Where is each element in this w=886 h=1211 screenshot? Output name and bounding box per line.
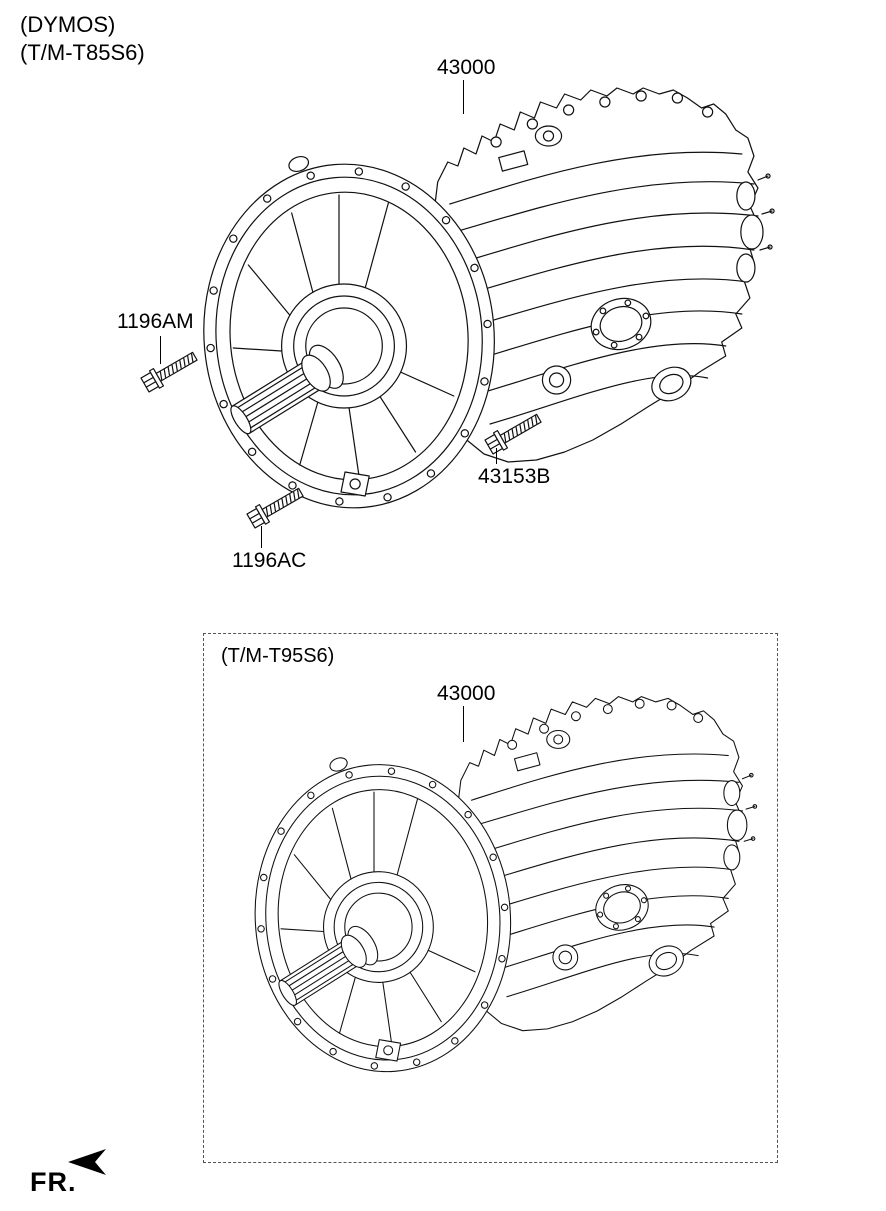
bolt-1196ac-icon <box>245 482 307 531</box>
part-label-1196am[interactable]: 1196AM <box>117 310 194 333</box>
part-label-43000-top[interactable]: 43000 <box>437 56 496 79</box>
leader-line-43000-top <box>463 80 464 114</box>
t95s6-variant-label: (T/M-T95S6) <box>221 645 335 667</box>
transmission-variant-label: (T/M-T85S6) <box>20 40 145 65</box>
transmission-t95s6-drawing <box>241 696 758 1083</box>
leader-line-43000-bottom <box>463 706 464 742</box>
part-label-43000-bottom[interactable]: 43000 <box>437 682 496 705</box>
leader-line-43153b <box>496 448 497 464</box>
brand-label: (DYMOS) <box>20 12 116 37</box>
leader-line-1196am <box>160 336 161 364</box>
leader-line-1196ac <box>261 526 262 548</box>
part-label-43153b[interactable]: 43153B <box>478 465 551 488</box>
t95s6-group-box <box>203 633 778 1163</box>
part-label-1196ac[interactable]: 1196AC <box>232 549 307 572</box>
bolt-1196am-icon <box>139 346 201 395</box>
fr-direction-label: FR. <box>30 1167 77 1197</box>
bolt-43153b-icon <box>483 408 545 457</box>
fr-left-arrow-icon <box>68 1149 106 1175</box>
